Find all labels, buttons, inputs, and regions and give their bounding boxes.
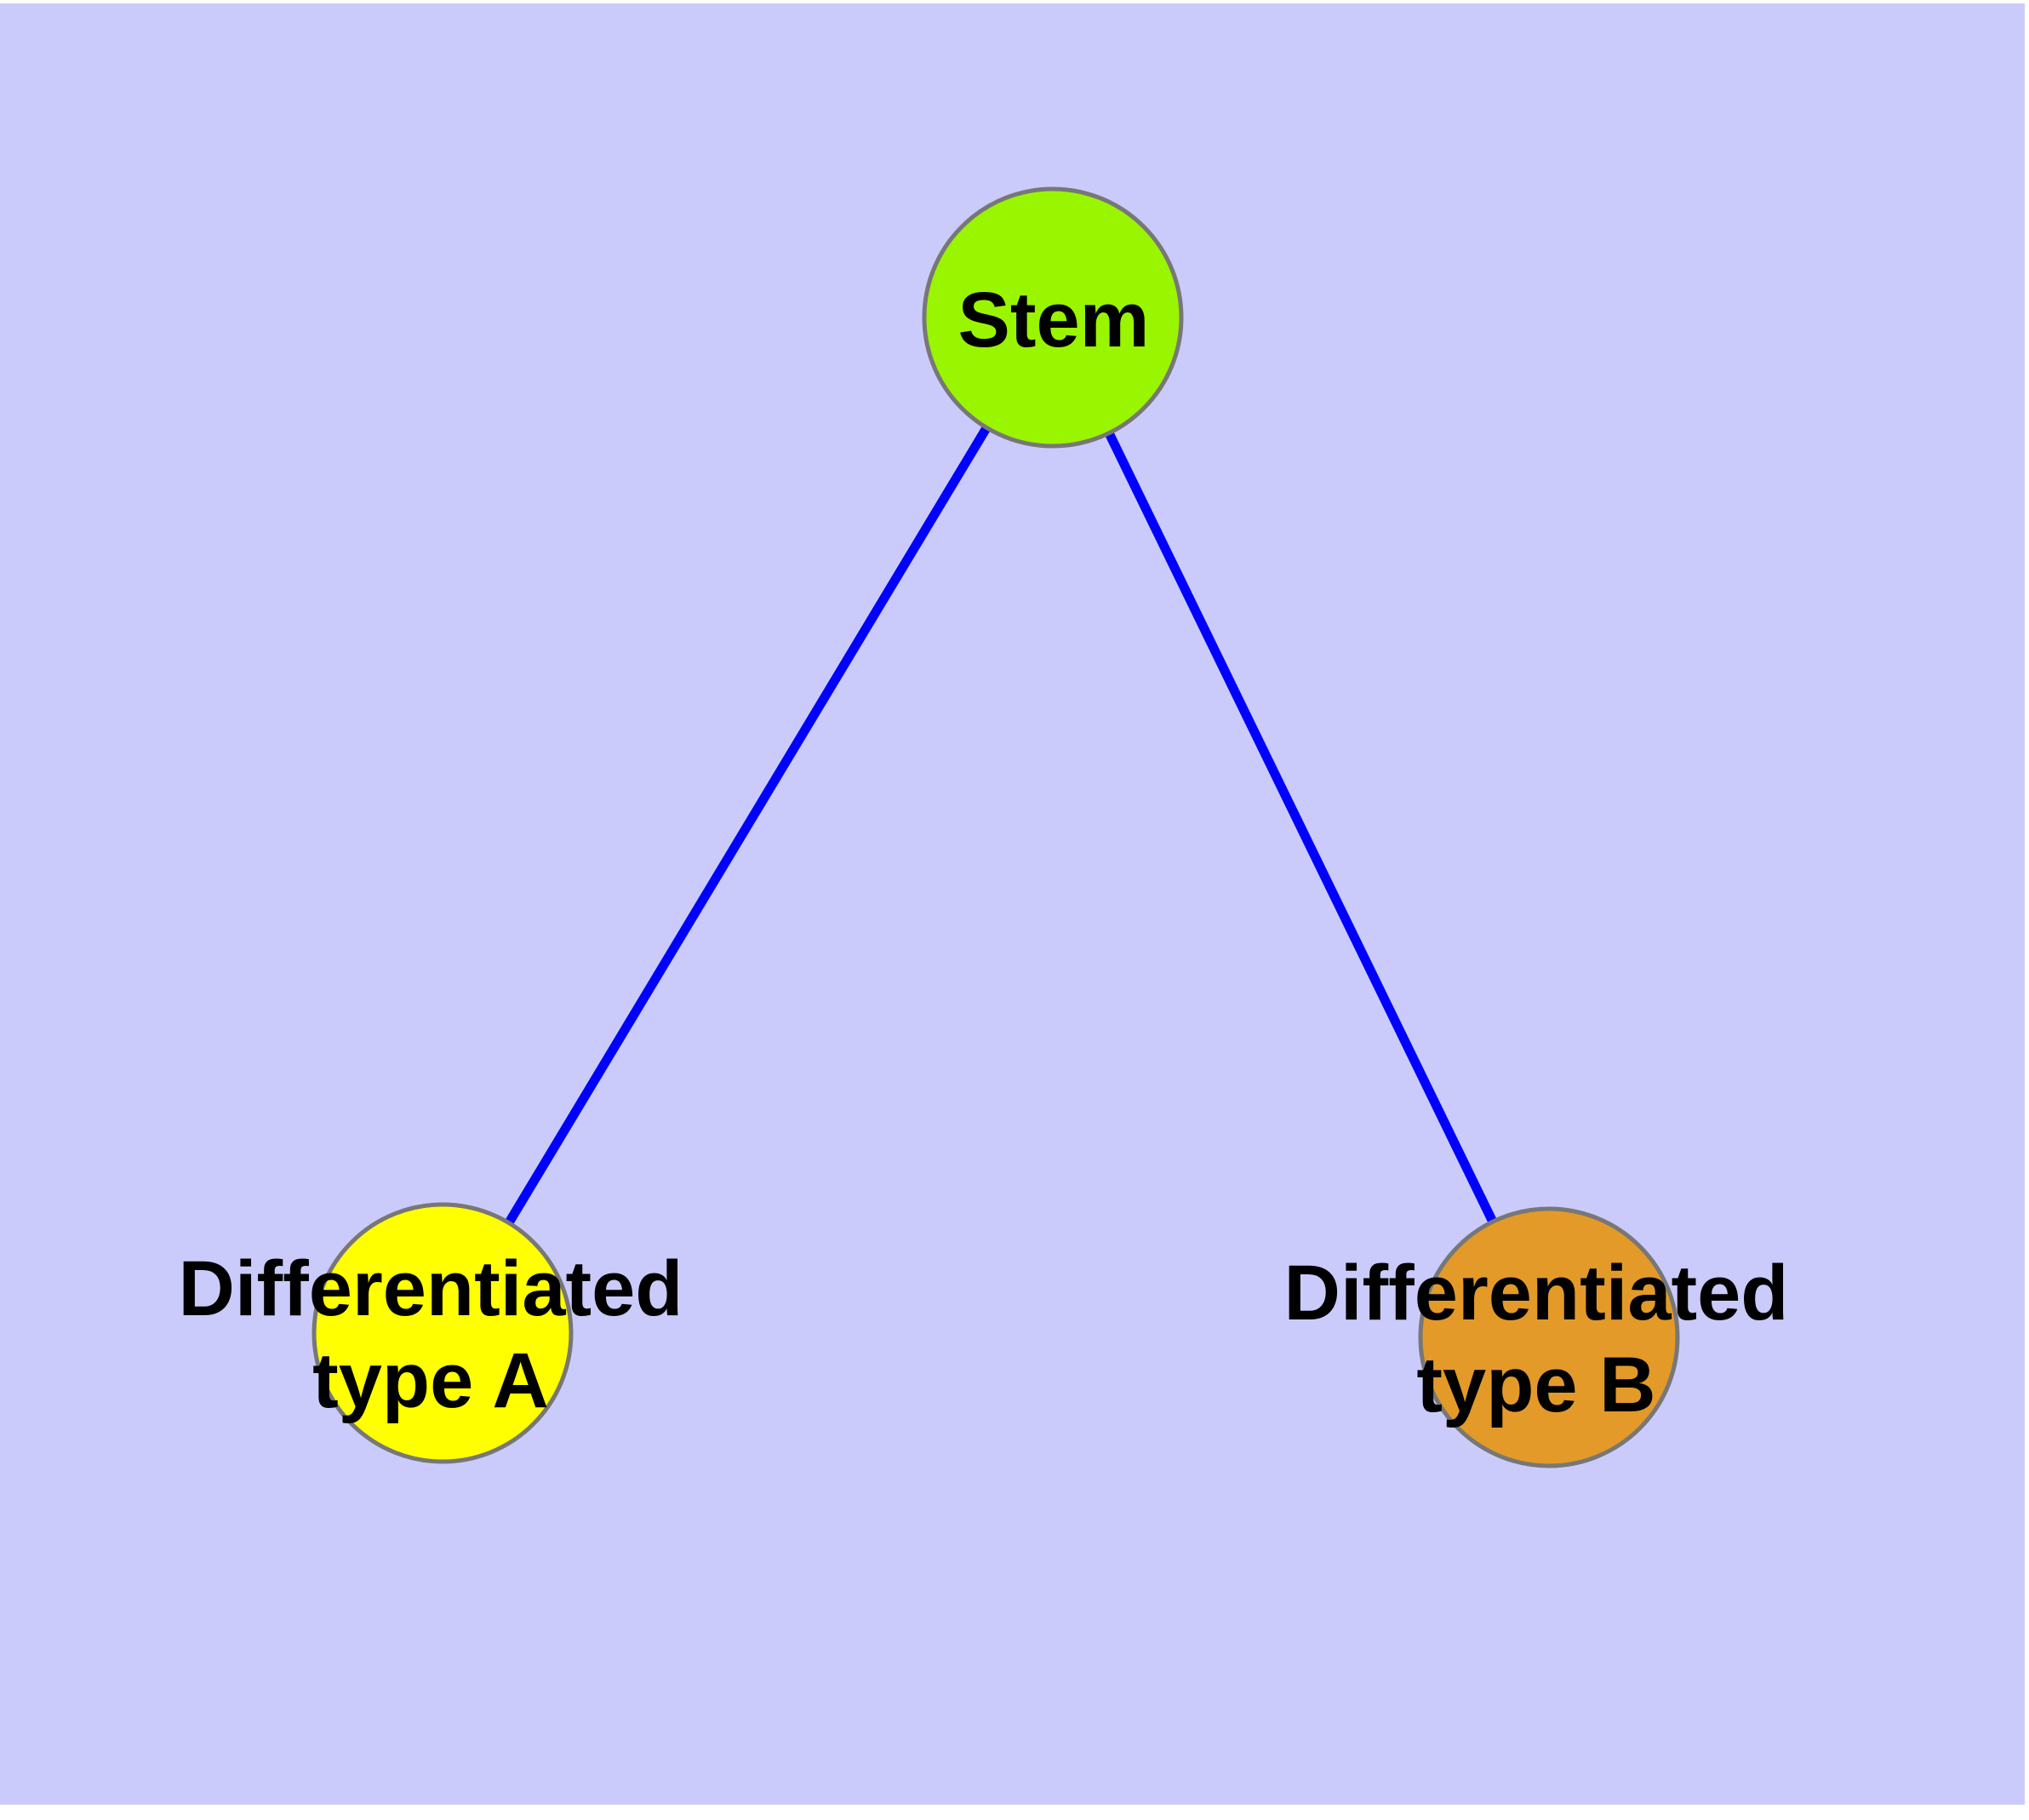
node-stem: Stem: [922, 186, 1184, 449]
node-type-a-label-line2: type A: [312, 1337, 549, 1424]
edge-stem-to-type-b: [1049, 315, 1553, 1340]
node-type-a-circle: [311, 1202, 574, 1464]
edge-stem-to-type-a: [438, 315, 1057, 1336]
node-type-b-label-line2: type B: [1416, 1342, 1655, 1428]
node-stem-circle: [922, 186, 1184, 449]
node-type-a-label-line1: Differentiated: [179, 1245, 683, 1332]
node-stem-label: Stem: [958, 277, 1150, 363]
node-type-b-circle: [1418, 1206, 1680, 1468]
node-type-a: Differentiated type A: [179, 1202, 683, 1464]
node-type-b-label-line1: Differentiated: [1284, 1250, 1789, 1336]
node-type-b: Differentiated type B: [1284, 1206, 1789, 1468]
